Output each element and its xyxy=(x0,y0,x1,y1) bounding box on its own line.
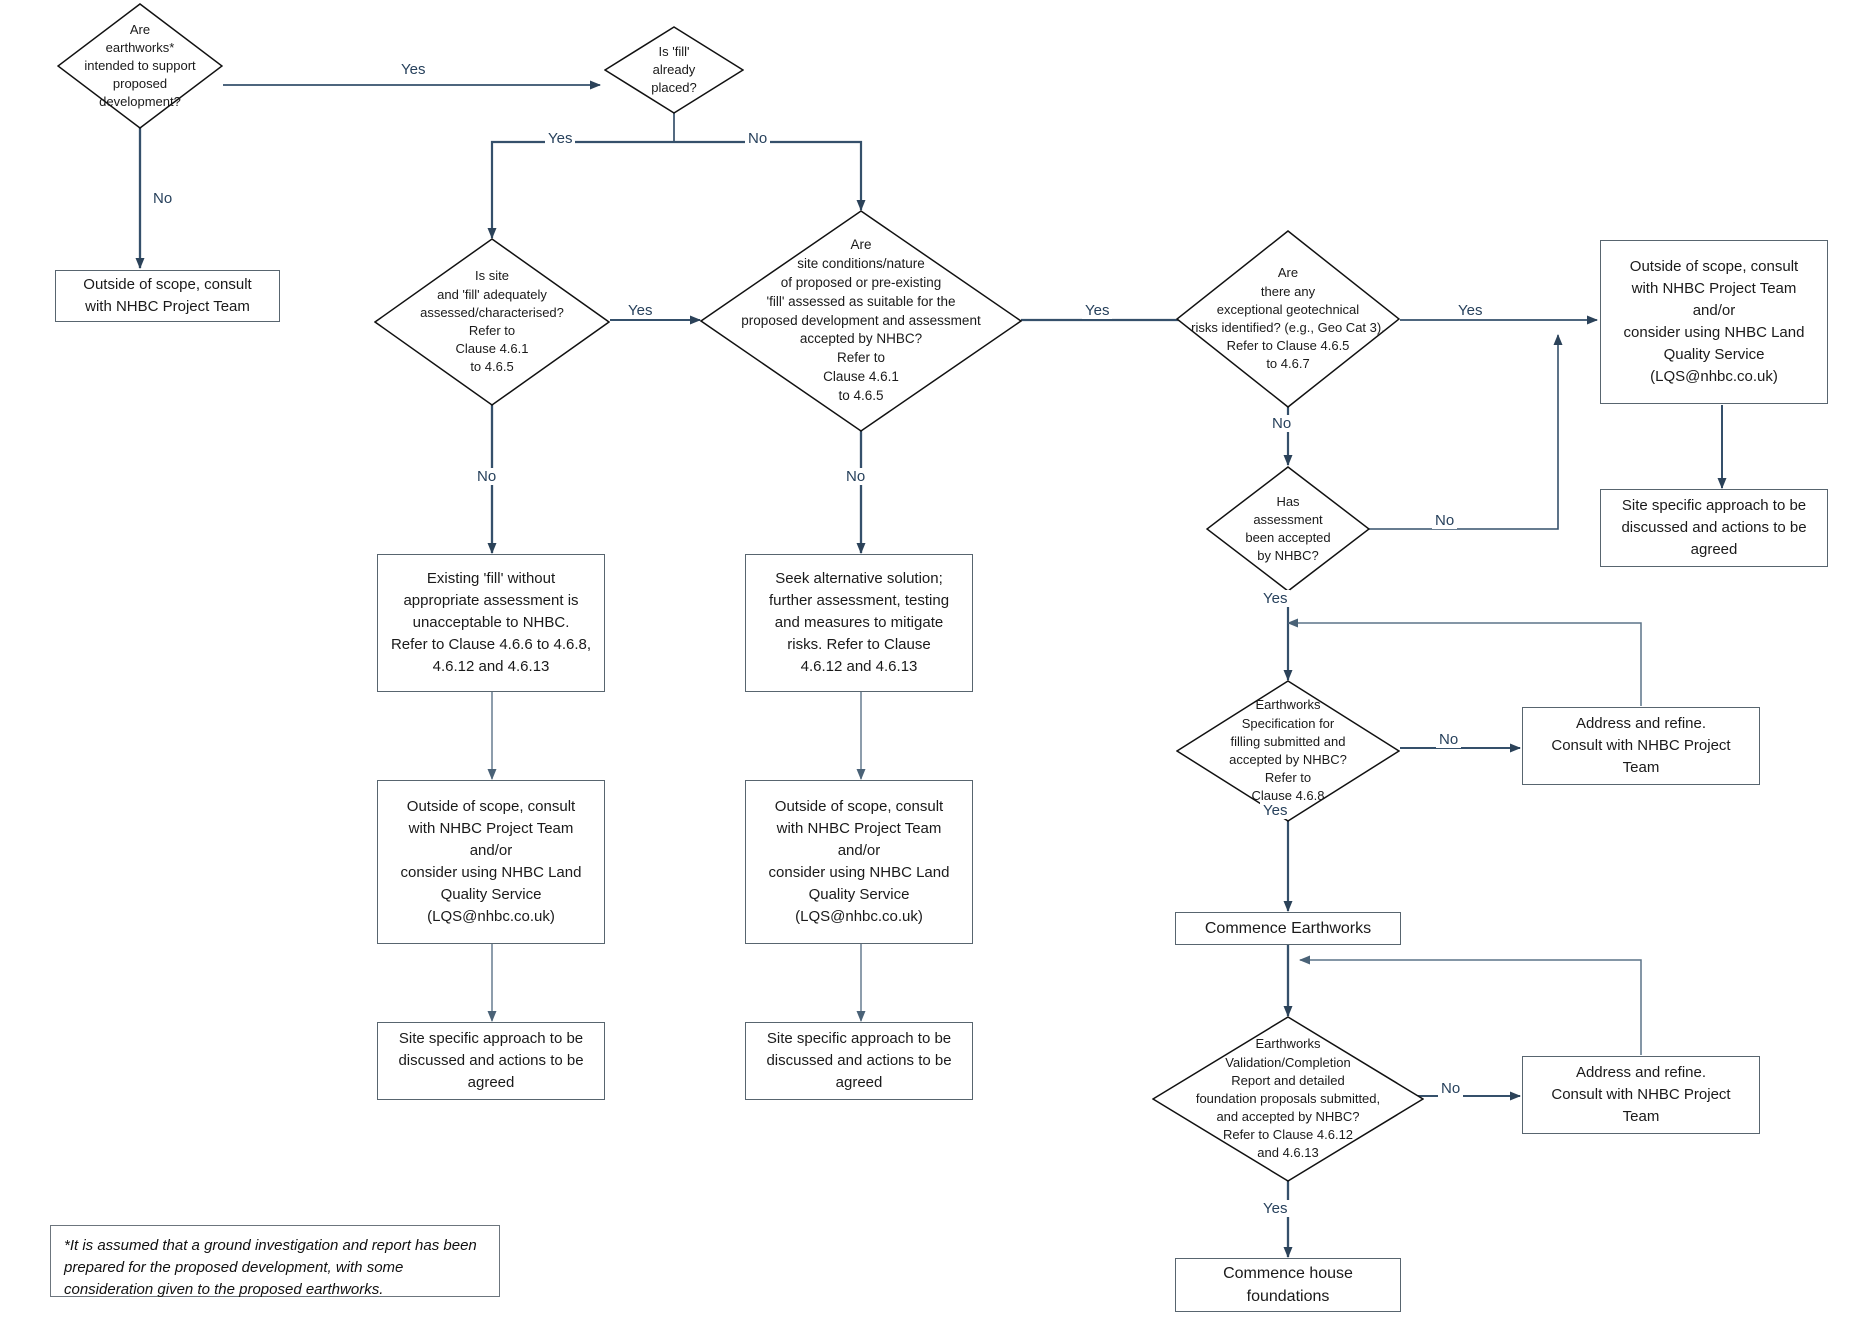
edge-label-no-geotech: No xyxy=(1269,415,1295,432)
decision-assessment-accepted[interactable]: Has assessment been accepted by NHBC? xyxy=(1206,466,1370,592)
box-site-specific-right[interactable]: Site specific approach to be discussed a… xyxy=(1600,489,1828,567)
decision-site-fill-assessed-label: Is site and 'fill' adequately assessed/c… xyxy=(420,268,564,375)
box-outside-scope-right[interactable]: Outside of scope, consult with NHBC Proj… xyxy=(1600,240,1828,404)
decision-validation-report-label: Earthworks Validation/Completion Report … xyxy=(1195,1036,1381,1161)
box-existing-fill-unacceptable[interactable]: Existing 'fill' without appropriate asse… xyxy=(377,554,605,692)
decision-geotechnical-risks[interactable]: Are there any exceptional geotechnical r… xyxy=(1176,230,1400,408)
box-site-specific-left[interactable]: Site specific approach to be discussed a… xyxy=(377,1022,605,1100)
decision-site-fill-assessed[interactable]: Is site and 'fill' adequately assessed/c… xyxy=(374,238,610,406)
box-seek-alternative-solution[interactable]: Seek alternative solution; further asses… xyxy=(745,554,973,692)
edge-label-yes-validation: Yes xyxy=(1260,1200,1291,1217)
edge-label-yes-assessment-accepted: Yes xyxy=(1260,590,1291,607)
edge-label-yes-geotech: Yes xyxy=(1455,302,1486,319)
box-address-refine-specification[interactable]: Address and refine. Consult with NHBC Pr… xyxy=(1522,707,1760,785)
edge-label-yes-earthworks: Yes xyxy=(398,61,429,78)
decision-geotechnical-risks-label: Are there any exceptional geotechnical r… xyxy=(1191,265,1385,372)
edge-label-yes-fill-placed: Yes xyxy=(545,130,576,147)
decision-earthworks-specification-label: Earthworks Specification for filling sub… xyxy=(1229,697,1347,804)
edge-label-no-validation: No xyxy=(1438,1080,1464,1097)
decision-fill-already-placed-label: Is 'fill' already placed? xyxy=(651,43,697,96)
edge-label-yes-site-assessed: Yes xyxy=(625,302,656,319)
box-address-refine-validation[interactable]: Address and refine. Consult with NHBC Pr… xyxy=(1522,1056,1760,1134)
box-commence-house-foundations[interactable]: Commence house foundations xyxy=(1175,1258,1401,1312)
box-outside-scope-mid[interactable]: Outside of scope, consult with NHBC Proj… xyxy=(745,780,973,944)
edge-label-no-site-conditions: No xyxy=(843,468,869,485)
edge-label-no-site-assessed: No xyxy=(474,468,500,485)
decision-fill-already-placed[interactable]: Is 'fill' already placed? xyxy=(604,26,744,114)
decision-earthworks-specification[interactable]: Earthworks Specification for filling sub… xyxy=(1176,680,1400,822)
decision-earthworks-intended[interactable]: Are earthworks* intended to support prop… xyxy=(57,3,223,129)
box-outside-scope-top[interactable]: Outside of scope, consult with NHBC Proj… xyxy=(55,270,280,322)
decision-assessment-accepted-label: Has assessment been accepted by NHBC? xyxy=(1245,493,1331,564)
edge-label-no-earthworks-spec: No xyxy=(1436,731,1462,748)
footnote-box: *It is assumed that a ground investigati… xyxy=(50,1225,500,1298)
box-outside-scope-left[interactable]: Outside of scope, consult with NHBC Proj… xyxy=(377,780,605,944)
decision-site-conditions-suitable[interactable]: Are site conditions/nature of proposed o… xyxy=(700,210,1022,432)
edge-label-yes-site-conditions: Yes xyxy=(1082,302,1113,319)
edge-label-no-fill-placed: No xyxy=(745,130,771,147)
decision-validation-report[interactable]: Earthworks Validation/Completion Report … xyxy=(1152,1016,1424,1182)
decision-site-conditions-suitable-label: Are site conditions/nature of proposed o… xyxy=(741,236,981,404)
box-commence-earthworks[interactable]: Commence Earthworks xyxy=(1175,912,1401,945)
edge-label-yes-earthworks-spec: Yes xyxy=(1260,802,1291,819)
edge-label-no-assessment-accepted: No xyxy=(1432,512,1458,529)
edge-label-no-earthworks: No xyxy=(150,190,176,207)
decision-earthworks-intended-label: Are earthworks* intended to support prop… xyxy=(84,21,196,110)
box-site-specific-mid[interactable]: Site specific approach to be discussed a… xyxy=(745,1022,973,1100)
